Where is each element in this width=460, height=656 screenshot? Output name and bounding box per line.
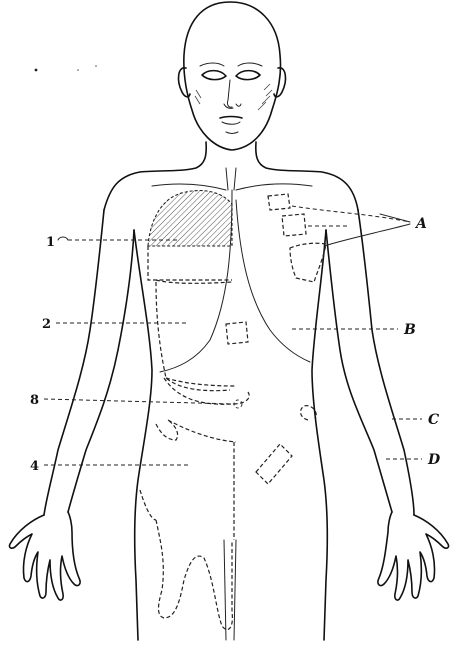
label-3: 8 <box>30 393 39 408</box>
neck-and-shoulders <box>104 142 358 210</box>
organ-liver-region <box>156 282 249 408</box>
left-arm <box>9 210 134 600</box>
left-labels: 1 2 8 4 <box>30 235 234 474</box>
label-1: 1 <box>46 235 55 250</box>
right-arm <box>326 210 449 600</box>
label-b: B <box>403 322 416 338</box>
marked-area-b <box>226 322 248 344</box>
label-c: C <box>428 412 439 428</box>
head <box>179 2 286 150</box>
marked-areas-a <box>268 194 326 282</box>
label-d: D <box>427 452 441 468</box>
label-2: 2 <box>42 317 51 332</box>
marked-area-d <box>256 444 292 484</box>
label-4: 4 <box>30 459 39 474</box>
organ-groin-region <box>140 442 234 630</box>
organ-appendix-region <box>156 420 236 442</box>
print-specks <box>35 65 97 71</box>
label-a: A <box>414 216 427 232</box>
organ-lung-region <box>148 191 232 284</box>
